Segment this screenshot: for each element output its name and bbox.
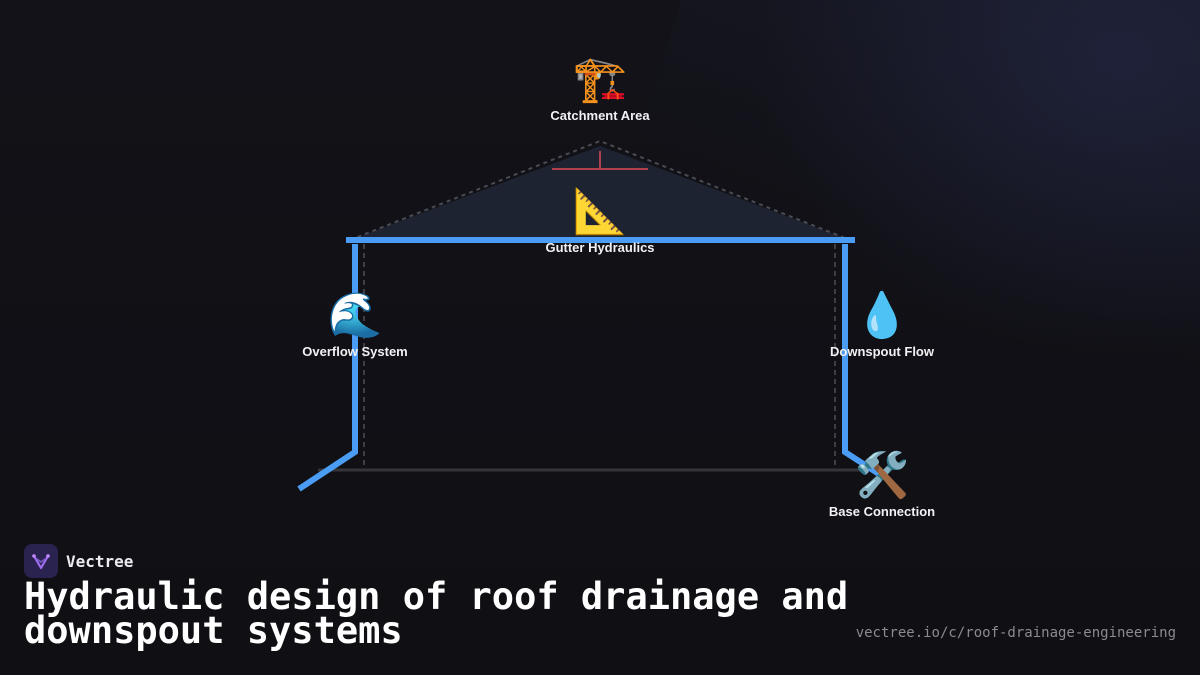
node-gutter-hydraulics: 📐 Gutter Hydraulics (500, 186, 700, 256)
node-label: Base Connection (828, 504, 936, 519)
vectree-logo-icon (24, 544, 58, 578)
hammer-wrench-icon: 🛠️ (854, 450, 910, 501)
triangular-ruler-icon: 📐 (572, 186, 628, 237)
roof-outline-dashed (349, 139, 851, 241)
source-url: vectree.io/c/roof-drainage-engineering (855, 625, 1176, 641)
node-label: Gutter Hydraulics (545, 240, 655, 255)
node-label: Overflow System (302, 344, 408, 359)
water-wave-icon: 🌊 (327, 290, 383, 341)
droplet-icon: 💧 (854, 290, 910, 341)
brand: Vectree (24, 544, 133, 578)
node-label: Downspout Flow (830, 344, 934, 359)
roof-shape (350, 146, 850, 240)
node-overflow-system: 🌊 Overflow System (255, 290, 455, 360)
brand-name: Vectree (66, 551, 134, 571)
node-downspout-flow: 💧 Downspout Flow (782, 290, 982, 360)
node-label: Catchment Area (550, 108, 650, 123)
node-base-connection: 🛠️ Base Connection (782, 450, 982, 520)
node-catchment-area: 🏗️ Catchment Area (500, 54, 700, 124)
left-downspout-pipe (297, 244, 358, 492)
page-title: Hydraulic design of roof drainage and do… (24, 575, 849, 652)
construction-crane-icon: 🏗️ (572, 54, 628, 105)
right-downspout-pipe (842, 244, 884, 479)
